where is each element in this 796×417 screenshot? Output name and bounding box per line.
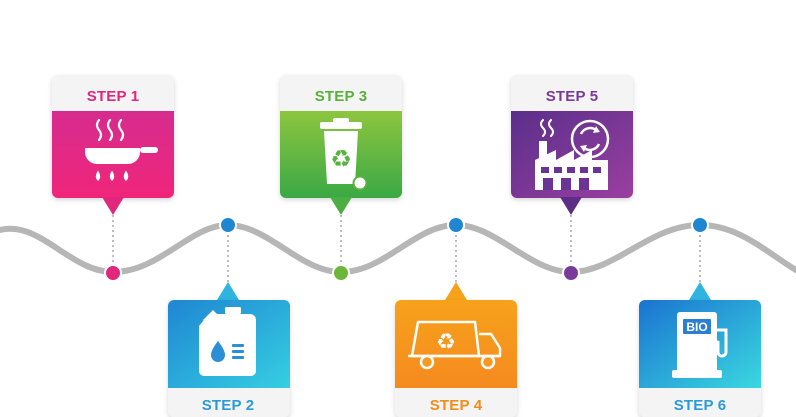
wave-dot-6 xyxy=(691,216,709,234)
step-3-label: STEP 3 xyxy=(315,88,368,105)
step-1-label: STEP 1 xyxy=(87,88,140,105)
wave-dot-4 xyxy=(447,216,465,234)
step-6-label: STEP 6 xyxy=(674,397,727,414)
step-4-label: STEP 4 xyxy=(430,397,483,414)
step-2-card: STEP 2 xyxy=(168,282,290,417)
pump-sign: BIO xyxy=(686,320,707,334)
wave-dot-1 xyxy=(104,264,122,282)
svg-text:♻: ♻ xyxy=(436,330,456,355)
wave-dot-3 xyxy=(332,264,350,282)
recycling-truck-icon: ♻ xyxy=(408,320,502,370)
step-2-label: STEP 2 xyxy=(202,397,255,414)
step-1-card: STEP 1 xyxy=(52,75,174,215)
frying-pan-oil-icon xyxy=(85,118,158,182)
step-5-card: STEP 5 xyxy=(511,75,633,215)
step-5-label: STEP 5 xyxy=(546,88,599,105)
step-4-card: STEP 4 ♻ xyxy=(395,282,517,417)
step-3-card: STEP 3 ♻ xyxy=(280,75,402,215)
recycle-bin-icon: ♻ xyxy=(320,118,368,191)
wave-line xyxy=(0,221,796,276)
oil-canister-icon xyxy=(199,307,256,376)
wave-dot-5 xyxy=(562,264,580,282)
svg-text:♻: ♻ xyxy=(330,145,352,173)
factory-recycle-icon xyxy=(535,119,610,190)
wave-dot-2 xyxy=(219,216,237,234)
bio-fuel-pump-icon: BIO xyxy=(672,312,728,378)
step-6-card: STEP 6 BIO xyxy=(639,282,761,417)
